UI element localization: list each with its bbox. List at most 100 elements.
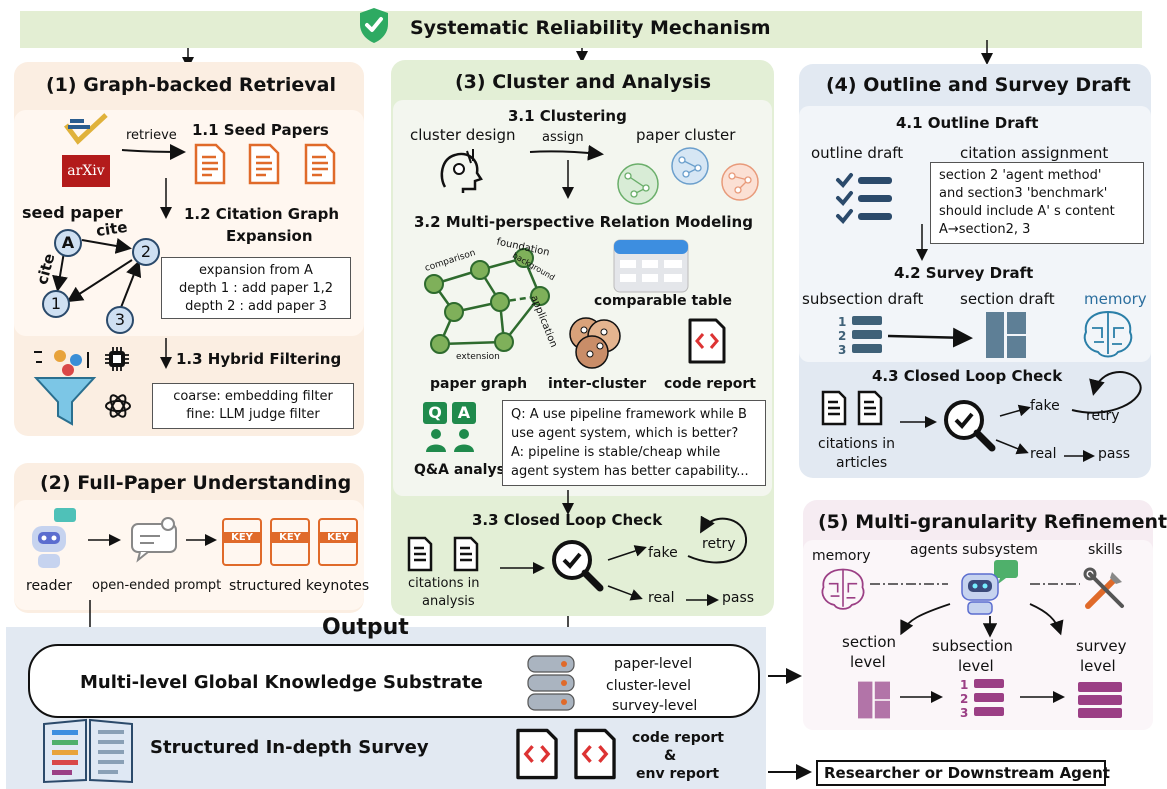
document-icon bbox=[248, 143, 280, 185]
real-label-p4: real bbox=[1030, 446, 1057, 462]
closed-loop-heading-p3: 3.3 Closed Loop Check bbox=[472, 511, 663, 529]
graph-node-a: A bbox=[54, 229, 82, 257]
memory-label-p4: memory bbox=[1084, 290, 1147, 308]
database-icon bbox=[527, 655, 575, 711]
outline-draft-label: outline draft bbox=[811, 144, 904, 162]
comparable-table-label: comparable table bbox=[594, 293, 732, 309]
fake-label-p4: fake bbox=[1030, 398, 1060, 414]
keynote-icon: KEY bbox=[270, 518, 310, 566]
output-title: Output bbox=[322, 615, 409, 640]
prompt-label: open-ended prompt bbox=[92, 578, 222, 593]
graph-node-3: 3 bbox=[106, 306, 134, 334]
svg-text:2: 2 bbox=[960, 692, 968, 706]
memory-label-p5: memory bbox=[812, 548, 871, 564]
qa-line: Q: A use pipeline framework while B bbox=[511, 407, 747, 422]
closed-loop-heading-p4: 4.3 Closed Loop Check bbox=[872, 367, 1063, 385]
agent-robot-icon bbox=[961, 560, 1018, 615]
assign-line: A→section2, 3 bbox=[939, 222, 1031, 237]
expansion-line: depth 2 : add paper 3 bbox=[185, 299, 327, 314]
paper-cluster-label: paper cluster bbox=[636, 126, 736, 144]
svg-text:2: 2 bbox=[838, 329, 846, 343]
document-icon bbox=[857, 390, 883, 426]
p4-arrows bbox=[887, 224, 973, 348]
filter-line: coarse: embedding filter bbox=[173, 389, 333, 404]
magnifier-check-icon bbox=[552, 540, 604, 592]
reader-robot-icon bbox=[32, 508, 76, 568]
clustering-heading: 3.1 Clustering bbox=[508, 107, 627, 125]
tools-skills-icon bbox=[1083, 567, 1124, 609]
header-banner bbox=[20, 11, 1142, 48]
substrate-box bbox=[28, 644, 760, 718]
brain-memory-icon bbox=[821, 568, 865, 610]
seed-paper-label: seed paper bbox=[22, 203, 123, 222]
panel1-title: (1) Graph-backed Retrieval bbox=[46, 74, 337, 96]
survey-level-label-2: level bbox=[1080, 657, 1116, 675]
retrieve-label: retrieve bbox=[126, 128, 177, 143]
subsection-level-label-2: level bbox=[958, 657, 994, 675]
filter-line: fine: LLM judge filter bbox=[186, 407, 320, 422]
code-report-label: code report bbox=[664, 376, 756, 392]
citation-assignment-label: citation assignment bbox=[960, 144, 1109, 162]
edge-label-extension: extension bbox=[456, 352, 500, 362]
cluster-design-label: cluster design bbox=[410, 126, 516, 144]
panel4-title: (4) Outline and Survey Draft bbox=[826, 74, 1131, 96]
paper-cluster-icon bbox=[617, 147, 759, 205]
subsection-draft-label: subsection draft bbox=[802, 290, 924, 308]
graph-node-1: 1 bbox=[42, 290, 70, 318]
survey-draft-heading: 4.2 Survey Draft bbox=[894, 264, 1034, 282]
assign-line: section 2 'agent method' bbox=[939, 168, 1102, 183]
assign-label: assign bbox=[542, 130, 584, 145]
citations-articles-label-1: citations in bbox=[818, 436, 895, 452]
stack-layers-icon bbox=[1078, 682, 1122, 718]
outline-draft-heading: 4.1 Outline Draft bbox=[896, 114, 1039, 132]
env-report-icon bbox=[574, 728, 616, 780]
code-report-output: code report bbox=[632, 730, 724, 746]
document-icon bbox=[194, 143, 226, 185]
graph-node-2: 2 bbox=[132, 238, 160, 266]
qa-analysis-label: Q&A analysis bbox=[414, 462, 519, 478]
prompt-chat-icon bbox=[131, 517, 177, 563]
inter-cluster-icon bbox=[569, 317, 621, 369]
cluster-design-head-icon bbox=[440, 149, 483, 193]
svg-text:1: 1 bbox=[960, 678, 968, 692]
panel3-title: (3) Cluster and Analysis bbox=[455, 71, 712, 93]
p1-down-arrows bbox=[160, 178, 172, 369]
svg-text:3: 3 bbox=[960, 706, 968, 720]
retry-label-p3: retry bbox=[702, 536, 736, 552]
document-icon bbox=[407, 536, 433, 572]
section-level-label-1: section bbox=[842, 633, 897, 651]
assign-line: and section3 'benchmark' bbox=[939, 186, 1108, 201]
paper-graph-label: paper graph bbox=[430, 376, 528, 392]
expansion-line: expansion from A bbox=[199, 263, 313, 278]
filter-funnel-icon bbox=[33, 350, 97, 426]
level-cluster: cluster-level bbox=[606, 678, 692, 694]
ampersand: & bbox=[664, 748, 677, 764]
level-survey: survey-level bbox=[612, 698, 698, 714]
keynote-icon: KEY bbox=[222, 518, 262, 566]
hybrid-filtering-heading: 1.3 Hybrid Filtering bbox=[176, 350, 342, 368]
keynote-icon: KEY bbox=[318, 518, 358, 566]
magnifier-check-icon bbox=[944, 400, 996, 452]
inter-cluster-label: inter-cluster bbox=[548, 376, 647, 392]
header-title: Systematic Reliability Mechanism bbox=[410, 17, 771, 39]
retrieve-arrow bbox=[121, 143, 186, 160]
expansion-line: depth 1 : add paper 1,2 bbox=[178, 281, 334, 296]
real-label-p3: real bbox=[648, 590, 675, 606]
level-paper: paper-level bbox=[614, 656, 693, 672]
citations-analysis-label-2: analysis bbox=[422, 594, 475, 609]
seed-papers-heading: 1.1 Seed Papers bbox=[192, 121, 329, 139]
citation-graph-heading-1: 1.2 Citation Graph bbox=[184, 205, 340, 223]
key-label: KEY bbox=[320, 532, 356, 543]
checklist-icon bbox=[836, 173, 892, 224]
citations-articles-label-2: articles bbox=[836, 455, 888, 471]
svg-text:3: 3 bbox=[838, 343, 846, 357]
survey-level-label-1: survey bbox=[1076, 637, 1127, 655]
chip-icon bbox=[105, 347, 129, 371]
qa-people-icon bbox=[426, 429, 474, 452]
agents-label: agents subsystem bbox=[910, 542, 1038, 558]
paper-graph bbox=[424, 248, 550, 354]
citation-graph-heading-2: Expansion bbox=[226, 227, 313, 245]
qa-box: Q: A use pipeline framework while B use … bbox=[502, 400, 766, 486]
q-badge: Q bbox=[423, 402, 447, 424]
